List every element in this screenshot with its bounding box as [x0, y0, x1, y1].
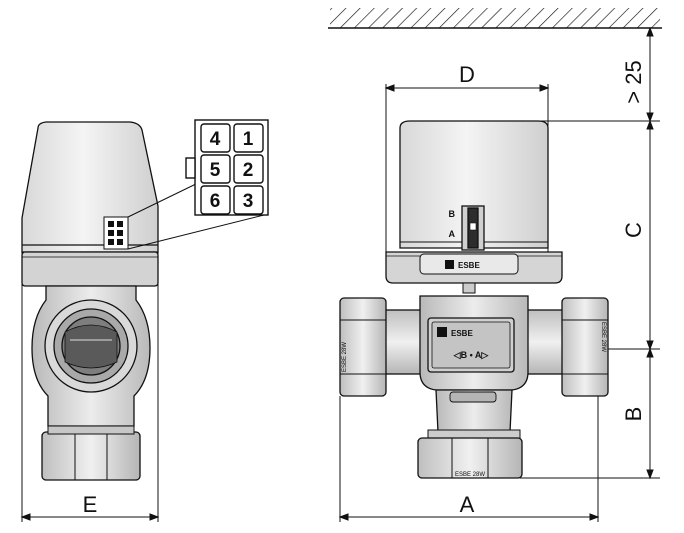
direction-indicator: ◁B • A▷: [453, 350, 490, 360]
pin-label: 4: [210, 129, 221, 150]
side-actuator-cap: [21, 121, 159, 253]
dimension-a: A: [338, 396, 600, 522]
ceiling: [328, 8, 662, 29]
dimension-label-b: B: [621, 407, 646, 422]
actuator-brand-logo: ESBE: [458, 261, 480, 270]
bottom-union-nut: [417, 437, 523, 479]
left-pipe-stub: [384, 309, 422, 375]
bottom-port-marking: ESBE 28W: [455, 472, 485, 478]
side-bottom-nut: [41, 431, 141, 481]
connector-pinout-detail: 4 1 5 2 6 3: [185, 119, 269, 216]
left-port-marking: ESBE 28W: [342, 342, 348, 372]
dimension-d: D: [384, 62, 550, 252]
pin-label: 6: [210, 191, 221, 212]
pin-label: 3: [243, 191, 254, 212]
pin-label: 5: [210, 160, 221, 181]
left-union-nut: [339, 297, 387, 397]
right-pipe-stub: [526, 309, 564, 375]
right-union-nut: [561, 297, 609, 397]
side-view: [21, 121, 269, 481]
actuator-badge: [419, 253, 519, 275]
side-connector: [103, 216, 129, 250]
pin-label: 2: [243, 160, 254, 181]
pin-cell: [200, 123, 231, 153]
pin-cell: [233, 123, 264, 153]
pin-label: 1: [243, 129, 254, 150]
dimension-label-clearance: > 25: [621, 60, 646, 103]
dimension-label-c: C: [621, 222, 646, 238]
front-view: B A ESBE ESBE ◁B • A▷ ESBE 28W ESBE 28W: [339, 120, 609, 479]
position-label-a: A: [449, 229, 456, 239]
pin-cell: [200, 185, 231, 215]
vertical-dimensions: > 25 C B: [520, 26, 660, 480]
dimension-label-e: E: [83, 492, 98, 517]
dimension-label-d: D: [459, 62, 475, 87]
pin-cell: [233, 154, 264, 184]
dimension-e: E: [20, 252, 160, 522]
right-port-marking: ESBE 28W: [600, 322, 606, 352]
position-label-b: B: [449, 209, 456, 219]
pin-cell: [233, 185, 264, 215]
dimension-label-a: A: [460, 492, 475, 517]
pin-cell: [200, 154, 231, 184]
valve-brand-logo: ESBE: [451, 329, 473, 338]
